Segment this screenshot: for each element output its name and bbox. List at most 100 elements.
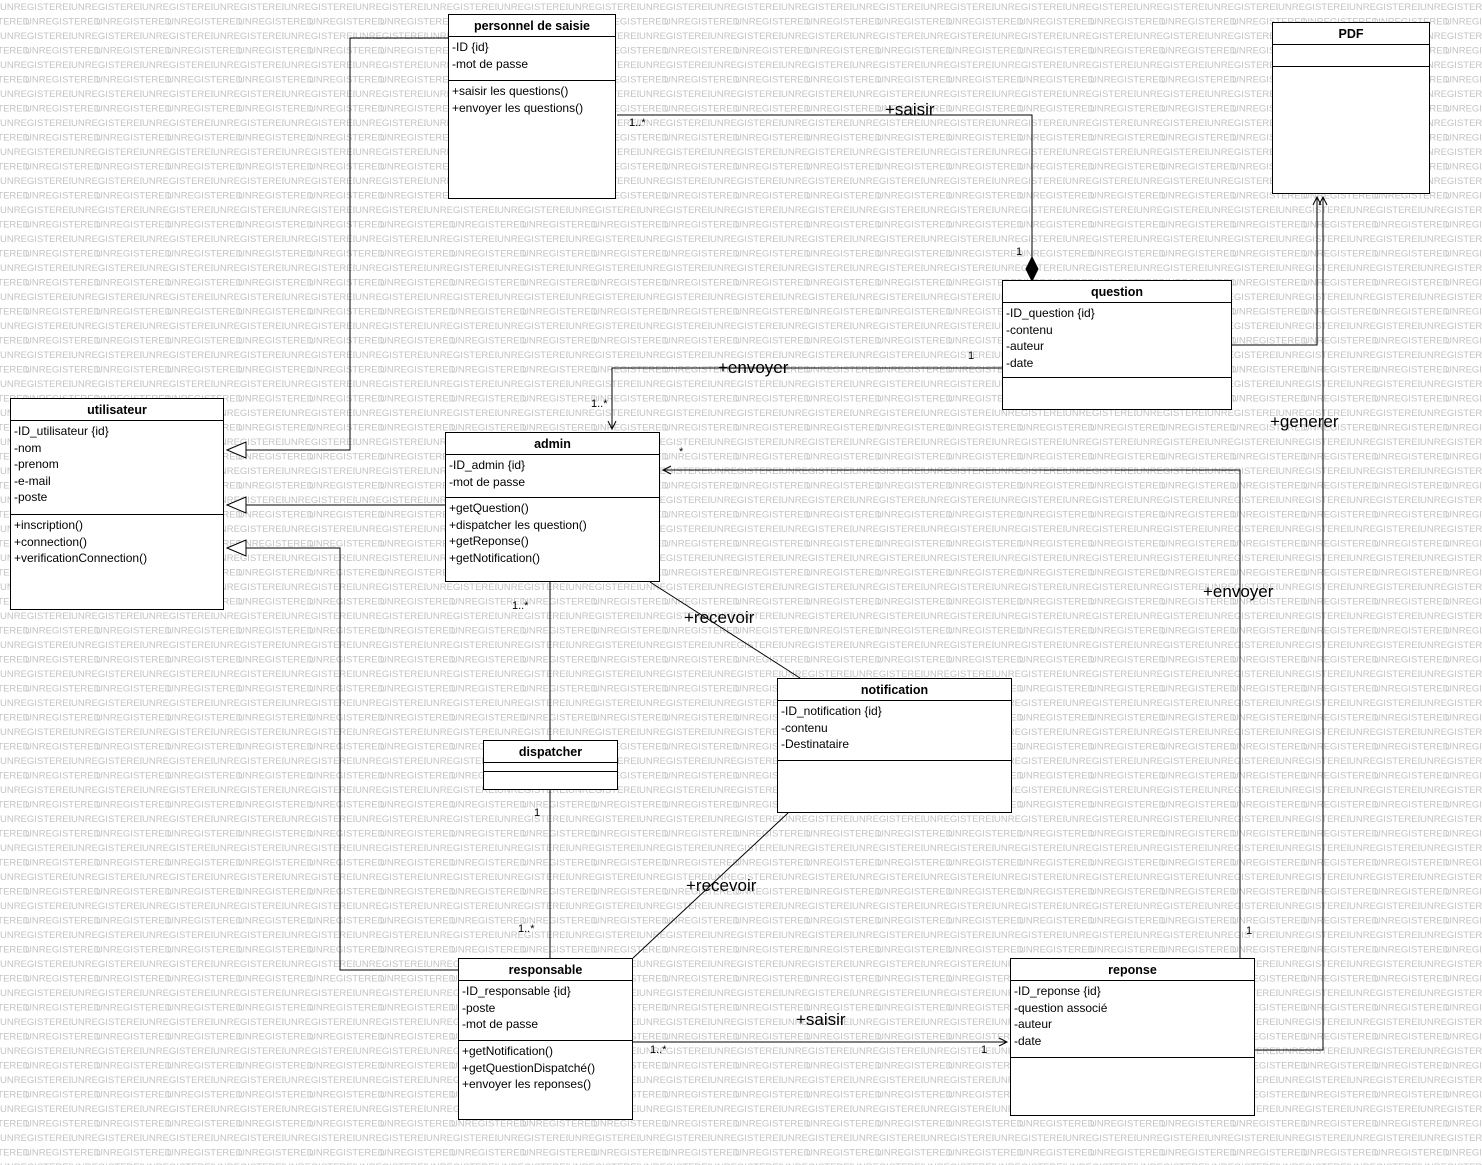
class-reponse: reponse -ID_reponse {id} -question associ…: [1010, 958, 1255, 1116]
edge-label-envoyer-question: +envoyer: [718, 358, 789, 377]
class-methods: +saisir les questions() +envoyer les ques…: [449, 80, 615, 198]
multiplicity-reponse-left: 1: [981, 1044, 988, 1056]
multiplicity-admin-top: 1..*: [591, 398, 608, 410]
member-line: -ID_notification {id}: [781, 704, 882, 718]
class-title: admin: [534, 437, 571, 451]
member-line: -contenu: [781, 720, 828, 735]
member-line: -question associé: [1014, 1000, 1108, 1015]
class-attributes: -ID_notification {id} -contenu -Destinatai…: [778, 700, 1011, 760]
member-line: -poste: [14, 490, 48, 504]
member-line: -ID_question {id}: [1006, 306, 1095, 320]
member-line: -auteur: [1006, 339, 1045, 353]
member-line: +inscription(): [14, 518, 84, 532]
edge-label-envoyer-reponse: +envoyer: [1203, 582, 1274, 601]
class-methods: [1273, 66, 1429, 193]
multiplicity-responsable-top: 1..*: [518, 923, 535, 935]
member-line: -ID {id}: [452, 40, 489, 54]
edge-recevoir-admin-notification: [649, 581, 801, 679]
class-methods: [1011, 1057, 1254, 1115]
member-line: -prenom: [14, 457, 59, 471]
member-line: -mot de passe: [449, 474, 526, 489]
class-attributes: -ID_admin {id} -mot de passe: [446, 454, 659, 497]
class-title: dispatcher: [518, 745, 583, 759]
member-line: -Destinataire: [781, 737, 850, 751]
member-line: +connection(): [14, 534, 88, 549]
class-methods: [778, 760, 1011, 812]
multiplicity-responsable-right: 1..*: [650, 1044, 667, 1056]
class-pdf: PDF: [1272, 22, 1430, 194]
member-line: -contenu: [1006, 322, 1053, 337]
member-line: -auteur: [1014, 1017, 1053, 1031]
edge-generalization-responsable: [246, 547, 458, 971]
member-line: +getNotification(): [462, 1044, 554, 1058]
member-line: -mot de passe: [452, 56, 529, 71]
multiplicity-question-composition: 1: [1016, 246, 1023, 258]
class-title: responsable: [508, 963, 583, 977]
class-attributes: -ID_utilisateur {id} -nom -prenom -e-mail -p…: [11, 420, 223, 514]
edge-envoyer-question-admin: [607, 367, 1002, 431]
class-notification: notification -ID_notification {id} -conte…: [777, 678, 1012, 813]
class-attributes: -ID_question {id} -contenu -auteur -date: [1003, 302, 1231, 377]
edge-generalization-personnel: [246, 37, 448, 451]
member-line: -ID_responsable {id}: [462, 984, 571, 998]
edge-generer-reponse-pdf: [1255, 195, 1328, 1051]
member-line: -ID_admin {id}: [449, 458, 526, 472]
multiplicity-question-left: 1: [968, 350, 975, 362]
class-title: question: [1090, 285, 1144, 299]
class-methods: [484, 771, 617, 789]
member-line: -date: [1014, 1033, 1042, 1048]
class-methods: [1003, 377, 1231, 409]
member-line: -e-mail: [14, 473, 51, 488]
edge-label-saisir-reponse: +saisir: [796, 1010, 846, 1029]
member-line: +saisir les questions(): [452, 84, 569, 98]
edge-label-saisir-question: +saisir: [885, 100, 935, 119]
class-responsable: responsable -ID_responsable {id} -poste -m…: [458, 958, 633, 1120]
class-methods: +inscription() +connection() +verification…: [11, 514, 223, 609]
member-line: +verificationConnection(): [14, 551, 148, 565]
multiplicity-admin-bottom: 1..*: [512, 600, 529, 612]
class-attributes: [1273, 44, 1429, 66]
class-methods: +getNotification() +getQuestionDispatché(…: [459, 1040, 632, 1119]
multiplicity-admin-right: *: [679, 446, 684, 458]
member-line: +envoyer les questions(): [452, 100, 584, 115]
class-utilisateur: utilisateur -ID_utilisateur {id} -nom -pre…: [10, 398, 224, 610]
class-dispatcher: dispatcher: [483, 740, 618, 790]
class-admin: admin -ID_admin {id} -mot de passe +getQu…: [445, 432, 660, 582]
generalization-triangle-icon: [225, 539, 247, 557]
edge-label-recevoir-admin: +recevoir: [684, 608, 755, 627]
class-attributes: [484, 762, 617, 771]
edge-generer-question-pdf: [1232, 195, 1322, 346]
class-title: utilisateur: [87, 403, 147, 417]
multiplicity-personnel-out: 1..*: [629, 117, 646, 129]
class-attributes: -ID_responsable {id} -poste -mot de passe: [459, 980, 632, 1040]
member-line: -ID_utilisateur {id}: [14, 424, 109, 438]
class-title: notification: [860, 683, 929, 697]
member-line: -nom: [14, 440, 42, 455]
member-line: +dispatcher les question(): [449, 517, 587, 532]
class-personnel-de-saisie: personnel de saisie -ID {id} -mot de pass…: [448, 14, 616, 199]
class-methods: +getQuestion() +dispatcher les question()…: [446, 497, 659, 581]
generalization-triangle-icon: [225, 441, 247, 459]
member-line: -ID_reponse {id}: [1014, 984, 1101, 998]
member-line: -mot de passe: [462, 1017, 539, 1031]
member-line: +getQuestionDispatché(): [462, 1060, 596, 1075]
member-line: +getNotification(): [449, 550, 541, 565]
multiplicity-reponse-top: 1: [1246, 925, 1253, 937]
class-attributes: -ID_reponse {id} -question associé -auteur…: [1011, 980, 1254, 1057]
class-title: PDF: [1338, 27, 1364, 41]
edge-label-recevoir-responsable: +recevoir: [686, 876, 757, 895]
member-line: +getQuestion(): [449, 501, 529, 515]
edge-saisir-question: [617, 114, 1033, 258]
member-line: -date: [1006, 355, 1034, 370]
edge-label-generer: +generer: [1270, 412, 1339, 431]
member-line: +envoyer les reponses(): [462, 1077, 592, 1091]
class-title: personnel de saisie: [473, 19, 591, 33]
class-title: reponse: [1108, 963, 1157, 977]
class-question: question -ID_question {id} -contenu -auteu…: [1002, 280, 1232, 410]
class-attributes: -ID {id} -mot de passe: [449, 36, 615, 80]
generalization-triangle-icon: [225, 496, 247, 514]
member-line: +getReponse(): [449, 534, 529, 548]
member-line: -poste: [462, 1000, 496, 1015]
multiplicity-dispatcher-bottom: 1: [534, 807, 541, 819]
